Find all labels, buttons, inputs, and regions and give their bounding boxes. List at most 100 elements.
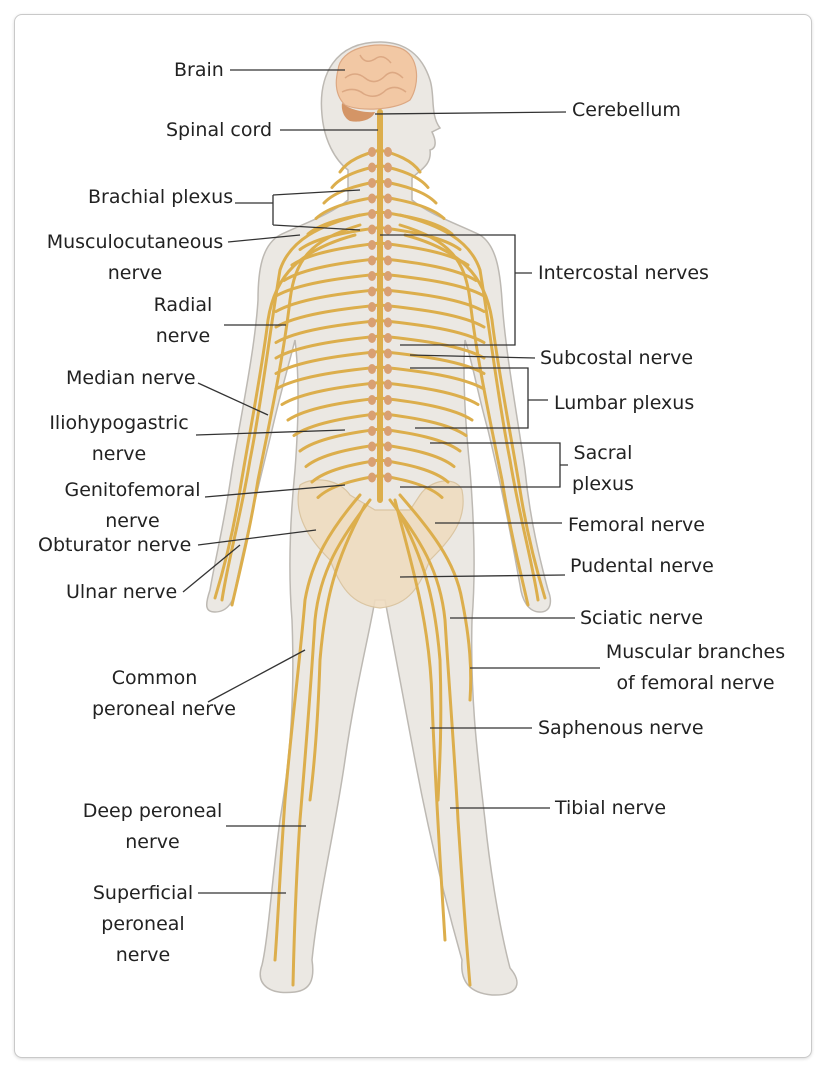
spinal-nerve-right	[378, 288, 486, 313]
ganglion	[368, 410, 376, 421]
ganglion	[384, 441, 392, 452]
label-tibial-nerve: Tibial nerve	[555, 797, 667, 819]
ganglion	[368, 209, 376, 219]
label-line: Genitofemoral	[64, 479, 201, 501]
ganglion	[384, 224, 392, 235]
spinal-nerve-left	[274, 272, 382, 298]
ganglion	[384, 348, 392, 359]
ganglion	[368, 178, 376, 188]
spinal-nerve-left	[274, 288, 382, 313]
spinal-nerve-left	[274, 365, 382, 391]
label-line: Radial	[153, 294, 213, 316]
leader-line	[380, 234, 532, 346]
ganglion	[384, 178, 392, 188]
ganglion	[384, 472, 392, 483]
right-leg-nerve-1	[388, 498, 472, 987]
label-brain: Brain	[174, 59, 224, 81]
ganglion	[384, 426, 392, 436]
label-sciatic-nerve: Sciatic nerve	[580, 607, 704, 629]
ganglion	[368, 286, 376, 297]
ganglion	[384, 395, 392, 405]
ganglion	[368, 379, 376, 390]
ganglion	[384, 162, 392, 173]
label-cerebellum: Cerebellum	[572, 99, 681, 121]
leader-line	[235, 189, 361, 231]
label-line: nerve	[125, 831, 180, 853]
leader-line	[227, 234, 301, 243]
label-line: Muscular branches	[605, 641, 786, 663]
ganglion	[368, 255, 376, 266]
ganglion	[368, 147, 376, 157]
ganglion	[368, 271, 376, 281]
spinal-nerve-left	[338, 148, 382, 174]
spinal-nerve-left	[274, 350, 382, 375]
ganglion	[384, 193, 392, 204]
label-line: Common	[111, 667, 198, 689]
label-sacral-plexus: Sacral plexus	[570, 438, 636, 500]
label-line: nerve	[91, 443, 147, 465]
leader-line	[204, 484, 346, 498]
spinal-nerve-left	[280, 381, 382, 406]
leader-line	[197, 382, 269, 416]
ganglion	[368, 348, 376, 359]
ganglion	[384, 410, 392, 421]
spinal-nerve-left	[274, 303, 382, 329]
leader-line	[195, 429, 346, 436]
cerebellum	[341, 103, 375, 122]
label-line: of femoral nerve	[616, 672, 775, 694]
leader-line	[182, 544, 241, 593]
leader-line	[410, 367, 548, 429]
label-line: nerve	[105, 510, 160, 532]
nerves	[213, 109, 547, 987]
leader-line	[400, 442, 568, 488]
spinal-nerve-right	[378, 148, 422, 174]
label-line: plexus	[572, 473, 634, 495]
leader-line	[207, 649, 306, 703]
right-arm-nerve-3	[403, 233, 547, 600]
ganglion	[368, 457, 376, 467]
label-subcostal-nerve: Subcostal nerve	[540, 347, 694, 369]
ganglion	[368, 364, 376, 374]
leader-line	[409, 354, 536, 359]
label-spinal-cord: Spinal cord	[166, 119, 273, 141]
label-line: Sacral	[573, 442, 633, 464]
right-leg-nerve-4	[393, 498, 447, 942]
ganglion	[384, 302, 392, 312]
label-line: Musculocutaneous	[46, 231, 224, 253]
ganglion	[384, 286, 392, 297]
spinal-nerve-right	[378, 381, 480, 406]
ganglion	[384, 333, 392, 343]
spinal-nerve-left	[282, 257, 382, 282]
ganglion	[384, 255, 392, 266]
spinal-nerve-right	[378, 350, 486, 375]
label-line: peroneal	[101, 913, 185, 935]
label-intercostal-nerves: Intercostal nerves	[538, 262, 709, 284]
brain	[335, 44, 418, 122]
label-muscular-branches: Muscular branches of femoral nerve	[603, 637, 788, 699]
ganglion	[368, 472, 376, 483]
ganglion	[384, 379, 392, 390]
ganglion	[368, 162, 376, 173]
ganglion	[368, 193, 376, 204]
label-line: Superficial	[92, 882, 194, 904]
right-leg-nerve-2	[393, 503, 443, 802]
ganglion	[368, 240, 376, 250]
left-leg-nerve-2	[308, 503, 367, 802]
spinal-nerve-right	[378, 303, 486, 329]
ganglion	[384, 364, 392, 374]
label-superficial-peroneal: Superficial peroneal nerve	[88, 878, 198, 971]
leader-lines	[182, 69, 600, 894]
label-line: nerve	[107, 262, 163, 284]
spinal-nerve-right	[378, 257, 478, 282]
ganglion	[384, 271, 392, 281]
ganglion	[368, 317, 376, 328]
ganglion	[384, 317, 392, 328]
label-ulnar-nerve: Ulnar nerve	[66, 581, 178, 603]
label-line: nerve	[115, 944, 171, 966]
leader-line	[399, 574, 566, 578]
right-leg-nerve-3	[398, 493, 473, 702]
